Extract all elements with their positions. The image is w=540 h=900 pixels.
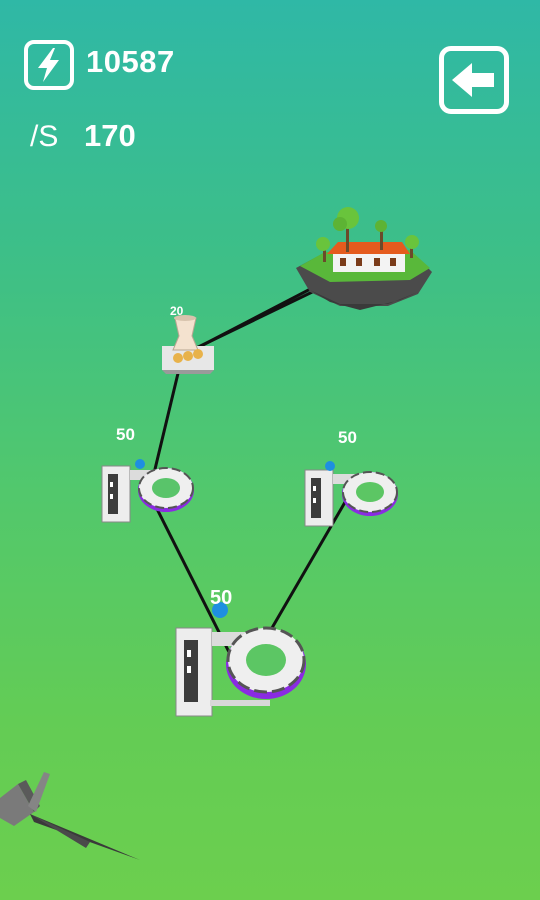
rate-value: 170	[84, 118, 136, 153]
cost-label: 50	[338, 428, 357, 447]
energy-counter: 10587	[86, 44, 175, 79]
cost-label: 50	[210, 587, 232, 609]
arrow-left-icon	[452, 63, 494, 97]
cost-label: 50	[116, 425, 135, 444]
wind-turbine[interactable]	[0, 772, 140, 860]
floating-island-house[interactable]	[296, 207, 432, 310]
energy-icon	[24, 40, 74, 90]
generator-right[interactable]: 50	[304, 428, 398, 527]
back-button[interactable]	[439, 46, 509, 114]
generator-bottom[interactable]: 50	[175, 587, 306, 717]
lightning-bolt-icon	[38, 48, 59, 82]
cost-label: 20	[170, 304, 184, 318]
cooling-tower[interactable]: 20	[162, 304, 214, 374]
rate-label: /S	[30, 120, 59, 153]
generator-left[interactable]: 50	[101, 425, 194, 523]
